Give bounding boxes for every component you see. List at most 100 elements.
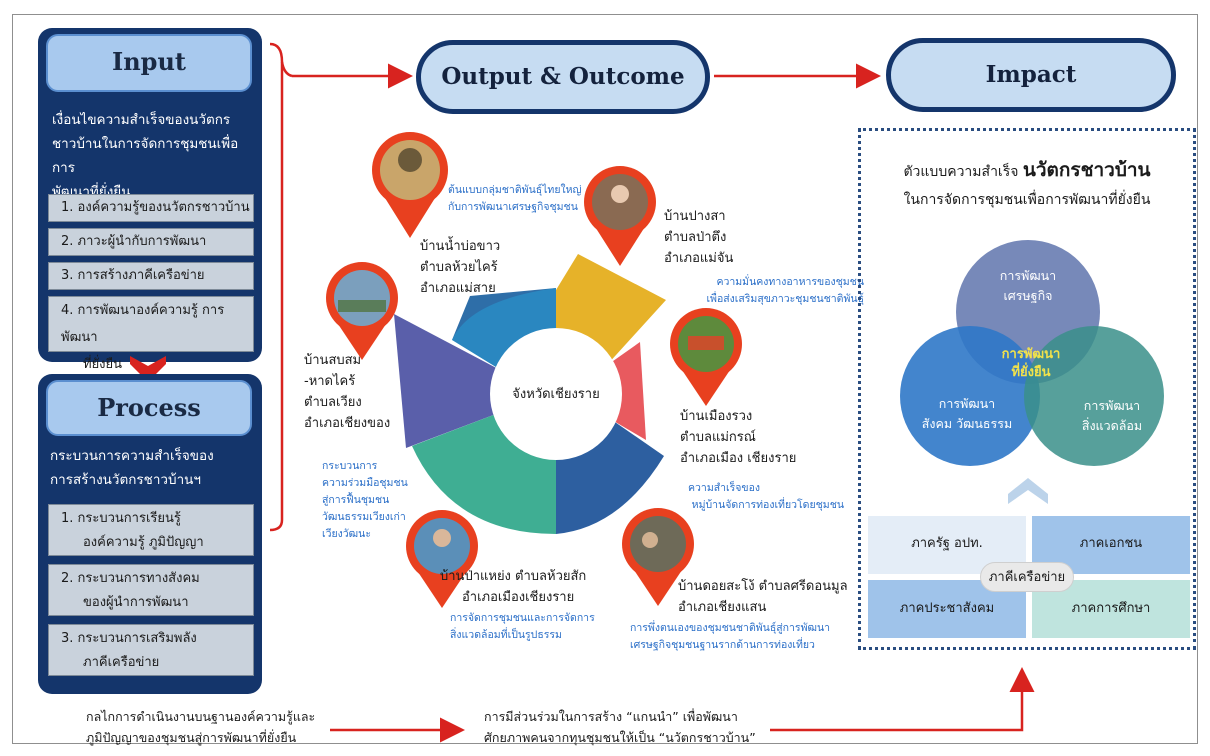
venn-line: การพัฒนา <box>999 268 1057 283</box>
note-line: กระบวนการ <box>322 460 378 472</box>
site-note: การพึ่งตนเองของชุมชนชาติพันธุ์สู่การพัฒน… <box>630 620 830 654</box>
site-note: กระบวนการ ความร่วมมือชุมชน สู่การฟื้นชุม… <box>322 458 408 543</box>
output-outcome-oval: Output & Outcome <box>416 40 710 114</box>
chevron-down-icon <box>130 356 166 382</box>
name-line: อำเภอแม่สาย <box>420 281 496 296</box>
map-pin-icon <box>584 166 656 266</box>
network-label: ภาคีเครือข่าย <box>988 570 1066 585</box>
sector-label: ภาครัฐ อปท. <box>911 536 983 551</box>
bottom-caption-right: การมีส่วนร่วมในการสร้าง “แกนนำ” เพื่อพัฒ… <box>484 706 756 748</box>
note-line: ความมั่นคงทางอาหารของชุมชน <box>716 276 864 288</box>
venn-line: การพัฒนา <box>1083 398 1141 413</box>
chevron-up-icon <box>1008 478 1048 504</box>
input-item: 1. องค์ความรู้ของนวัตกรชาวบ้าน <box>48 194 254 222</box>
site-name: บ้านน้ำบ่อขาว ตำบลห้วยไคร้ อำเภอแม่สาย <box>420 236 500 299</box>
process-title: Process <box>97 393 201 422</box>
site-note: ความสำเร็จของ หมู่บ้านจัดการท่องเที่ยวโด… <box>664 480 844 514</box>
name-line: ตำบลเวียง <box>304 395 362 410</box>
site-name: บ้านสบสม -หาดไคร้ ตำบลเวียง อำเภอเชียงขอ… <box>304 350 390 434</box>
impact-title: Impact <box>985 61 1077 88</box>
venn-line: เศรษฐกิจ <box>1003 288 1053 303</box>
segment-lightblue <box>452 288 556 372</box>
process-item-label: 3. กระบวนการเสริมพลัง <box>61 631 197 646</box>
input-item: 4. การพัฒนาองค์ความรู้ การพัฒนา ที่ยั่งย… <box>48 296 254 372</box>
site-name: บ้านดอยสะโง้ ตำบลศรีดอนมูล อำเภอเชียงแสน <box>678 576 848 618</box>
note-line: กับการพัฒนาเศรษฐกิจชุมชน <box>448 201 578 213</box>
name-line: อำเภอเมืองเชียงราย <box>462 590 575 605</box>
bracket-connector <box>269 42 284 532</box>
venn-label-economy: การพัฒนา เศรษฐกิจ <box>980 266 1076 306</box>
note-line: ความร่วมมือชุมชน <box>322 477 408 489</box>
note-line: ต้นแบบกลุ่มชาติพันธุ์ไทยใหญ่ <box>448 184 582 196</box>
process-desc-line: การสร้างนวัตกรชาวบ้านฯ <box>50 472 201 488</box>
site-note: การจัดการชุมชนและการจัดการ สิ่งแวดล้อมที… <box>450 610 595 644</box>
process-description: กระบวนการความสำเร็จของ การสร้างนวัตกรชาว… <box>50 444 255 492</box>
input-item-label: 4. การพัฒนาองค์ความรู้ การพัฒนา <box>61 303 225 345</box>
venn-line: การพัฒนา <box>938 396 996 411</box>
name-line: อำเภอเมือง เชียงราย <box>680 451 797 466</box>
note-line: ความสำเร็จของ <box>688 482 761 494</box>
name-line: ตำบลแม่กรณ์ <box>680 430 756 445</box>
input-desc-line: ชาวบ้านในการจัดการชุมชนเพื่อการ <box>52 136 239 176</box>
site-name: บ้านปางสา ตำบลป่าตึง อำเภอแม่จัน <box>664 206 733 269</box>
venn-line: การพัฒนา <box>1001 347 1061 362</box>
map-pin-icon <box>406 510 478 608</box>
map-pin-icon <box>372 132 448 238</box>
bottom-caption-left: กลไกการดำเนินงานบนฐานองค์ความรู้และ ภูมิ… <box>86 706 315 748</box>
note-line: การจัดการชุมชนและการจัดการ <box>450 612 595 624</box>
network-badge: ภาคีเครือข่าย <box>980 562 1074 592</box>
process-item: 3. กระบวนการเสริมพลัง ภาคีเครือข่าย <box>48 624 254 676</box>
input-item-label: ที่ยั่งยืน <box>83 357 123 372</box>
name-line: ตำบลป่าตึง <box>664 230 727 245</box>
input-panel: Input เงื่อนไขความสำเร็จของนวัตกร ชาวบ้า… <box>38 28 262 372</box>
venn-line: สังคม วัฒนธรรม <box>921 416 1013 431</box>
note-line: การพึ่งตนเองของชุมชนชาติพันธุ์สู่การพัฒน… <box>630 622 831 634</box>
process-item: 1. กระบวนการเรียนรู้ องค์ความรู้ ภูมิปัญ… <box>48 504 254 556</box>
site-note: ต้นแบบกลุ่มชาติพันธุ์ไทยใหญ่ กับการพัฒนา… <box>448 182 582 216</box>
input-item-label: 3. การสร้างภาคีเครือข่าย <box>61 268 205 283</box>
name-line: บ้านสบสม <box>304 353 362 368</box>
center-hub <box>490 328 622 460</box>
impact-oval: Impact <box>886 38 1176 112</box>
caption-line: ภูมิปัญญาของชุมชนสู่การพัฒนาที่ยั่งยืน <box>86 730 297 745</box>
sector-label: ภาคเอกชน <box>1079 536 1143 551</box>
input-item: 2. ภาวะผู้นำกับการพัฒนา <box>48 228 254 256</box>
venn-label-social: การพัฒนา สังคม วัฒนธรรม <box>912 394 1022 434</box>
note-line: หมู่บ้านจัดการท่องเที่ยวโดยชุมชน <box>691 499 844 511</box>
heading-prefix: ตัวแบบความสำเร็จ <box>903 164 1019 180</box>
note-line: สิ่งแวดล้อมที่เป็นรูปธรรม <box>450 629 562 641</box>
caption-line: กลไกการดำเนินงานบนฐานองค์ความรู้และ <box>86 709 316 724</box>
map-pin-icon <box>670 308 742 406</box>
caption-line: การมีส่วนร่วมในการสร้าง “แกนนำ” เพื่อพัฒ… <box>484 709 738 724</box>
note-line: เศรษฐกิจชุมชนฐานรากด้านการท่องเที่ยว <box>630 639 815 651</box>
output-title: Output & Outcome <box>441 63 685 90</box>
impact-heading: ตัวแบบความสำเร็จ นวัตกรชาวบ้าน ในการจัดก… <box>862 156 1192 214</box>
bracket-tip <box>280 61 293 78</box>
heading-emph: นวัตกรชาวบ้าน <box>1022 159 1151 181</box>
sector-label: ภาคประชาสังคม <box>899 601 995 616</box>
venn-label-environment: การพัฒนา สิ่งแวดล้อม <box>1070 396 1154 436</box>
input-item-label: 1. องค์ความรู้ของนวัตกรชาวบ้าน <box>61 200 250 215</box>
segment-indigo <box>394 314 504 448</box>
venn-line: ที่ยั่งยืน <box>1011 365 1051 380</box>
diagram-frame <box>12 14 1198 744</box>
venn-line: สิ่งแวดล้อม <box>1081 418 1143 433</box>
venn-circle-environment <box>1024 326 1164 466</box>
process-panel: Process กระบวนการความสำเร็จของ การสร้างน… <box>38 374 262 694</box>
venn-circle-social <box>900 326 1040 466</box>
sector-label: ภาคการศึกษา <box>1071 601 1151 616</box>
input-item-label: 2. ภาวะผู้นำกับการพัฒนา <box>61 234 207 249</box>
name-line: อำเภอแม่จัน <box>664 251 734 266</box>
name-line: อำเภอเชียงแสน <box>678 600 767 615</box>
input-item: 3. การสร้างภาคีเครือข่าย <box>48 262 254 290</box>
site-name: บ้านเมืองรวง ตำบลแม่กรณ์ อำเภอเมือง เชีย… <box>680 406 796 469</box>
caption-line: ศักยภาพคนจากทุนชุมชนให้เป็น “นวัตกรชาวบ้… <box>484 730 756 745</box>
name-line: อำเภอเชียงของ <box>304 416 391 431</box>
name-line: บ้านดอยสะโง้ ตำบลศรีดอนมูล <box>678 579 848 594</box>
input-header: Input <box>46 34 252 92</box>
note-line: สู่การฟื้นชุมชน <box>322 494 390 506</box>
process-item-label: 1. กระบวนการเรียนรู้ <box>61 511 181 526</box>
